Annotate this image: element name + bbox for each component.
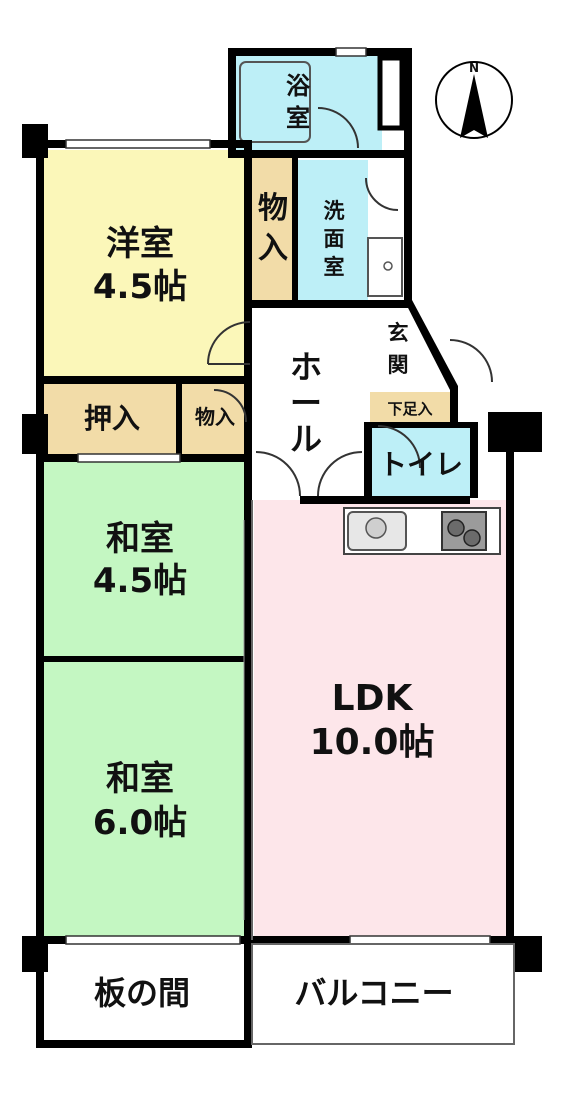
western-room-size: 4.5帖 (93, 267, 187, 307)
ldk-area (254, 500, 514, 940)
washroom-area (298, 160, 368, 300)
balcony-label: バルコニー (294, 974, 453, 1012)
bathtub (239, 61, 311, 143)
door-swings (207, 107, 493, 497)
washitsu-2-area (42, 662, 247, 940)
stove-burner-1 (447, 519, 465, 537)
ldk-name: LDK (332, 678, 414, 719)
hall-label-2: ー (290, 384, 322, 422)
ldk-size: 10.0帖 (310, 722, 435, 763)
hall-label-3: ル (290, 420, 322, 458)
storage-top-area (250, 158, 296, 300)
toilet-area (370, 428, 472, 496)
washbasin-drain (383, 261, 393, 271)
kitchen-sink-bowl (365, 517, 387, 539)
stove-burner-2 (463, 529, 481, 547)
storage-small-label: 物入 (195, 405, 235, 429)
washitsu-2-size: 6.0帖 (93, 803, 187, 843)
oshiire-area (42, 382, 182, 454)
entrance-label-1: 玄 (388, 321, 409, 345)
entrance-wall (404, 300, 458, 390)
storage-top-label-2: 入 (258, 231, 288, 266)
compass-needle (460, 74, 488, 138)
entrance-wall-lower (450, 386, 458, 422)
bath-label-1: 浴 (286, 72, 311, 100)
hall-label-1: ホ (290, 348, 322, 386)
western-room-name: 洋室 (106, 224, 174, 264)
washitsu-2-name: 和室 (106, 759, 174, 799)
oshiire-label: 押入 (84, 402, 140, 435)
washroom-label-1: 洗 (324, 199, 345, 223)
toilet-label: トイレ (379, 448, 463, 481)
walls (22, 48, 542, 1048)
washroom-label-3: 室 (324, 255, 345, 279)
washroom-label-2: 面 (324, 227, 345, 251)
bath-window (377, 55, 405, 131)
shoe-box-label: 下足入 (387, 400, 432, 418)
bath-label-2: 室 (286, 104, 310, 132)
washitsu-1-size: 4.5帖 (93, 561, 187, 601)
balcony-outline (251, 943, 515, 1045)
entrance-label-2: 関 (388, 353, 409, 377)
storage-top-label-1: 物 (258, 191, 288, 226)
western-room (42, 150, 247, 380)
washitsu-1-name: 和室 (106, 519, 174, 559)
washitsu-1-area (42, 460, 247, 662)
compass-label: N (469, 61, 479, 75)
storage-small-area (182, 382, 247, 454)
windows (65, 47, 491, 945)
itanoma-label: 板の間 (94, 974, 190, 1012)
shoe-box-area (370, 392, 450, 422)
